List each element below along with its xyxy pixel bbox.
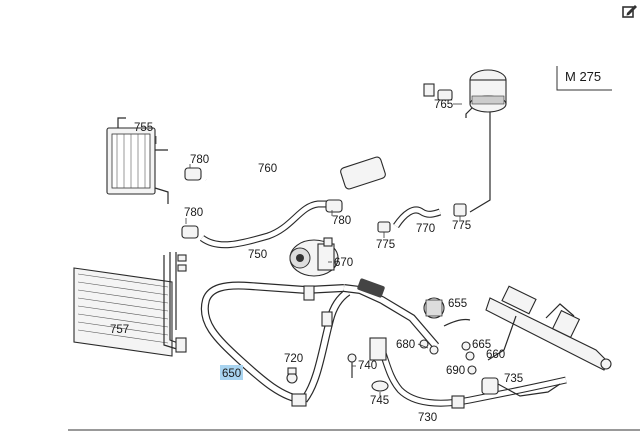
callout-690[interactable]: 690 xyxy=(446,365,465,377)
callout-757[interactable]: 757 xyxy=(110,324,129,336)
callouts: 755 780 760 765 780 780 750 775 770 775 … xyxy=(110,99,523,424)
fittings xyxy=(286,339,477,392)
callout-730[interactable]: 730 xyxy=(418,412,437,424)
callout-680[interactable]: 680 xyxy=(396,339,415,351)
callout-745[interactable]: 745 xyxy=(370,395,389,407)
model-label-text: M 275 xyxy=(565,69,601,84)
callout-650[interactable]: 650 xyxy=(222,368,241,380)
callout-655[interactable]: 655 xyxy=(448,298,467,310)
callout-765[interactable]: 765 xyxy=(434,99,453,111)
part-730-pipe xyxy=(369,337,567,409)
callout-755[interactable]: 755 xyxy=(134,122,153,134)
callout-735[interactable]: 735 xyxy=(504,373,523,385)
clamps-780 xyxy=(181,167,343,239)
callout-720[interactable]: 720 xyxy=(284,353,303,365)
callout-665[interactable]: 665 xyxy=(472,339,491,351)
part-650-hose xyxy=(200,278,440,407)
part-750-hose xyxy=(199,200,330,249)
callout-775-right[interactable]: 775 xyxy=(452,220,471,232)
callout-750[interactable]: 750 xyxy=(248,249,267,261)
part-670-pump xyxy=(289,237,339,277)
leader-lines xyxy=(155,103,471,396)
part-655-damper xyxy=(423,297,471,327)
part-steering-gear xyxy=(485,285,612,371)
callout-780-upper[interactable]: 780 xyxy=(190,154,209,166)
callout-780-right[interactable]: 780 xyxy=(332,215,351,227)
part-757-cooler xyxy=(73,252,187,357)
part-755-cooler xyxy=(106,117,169,204)
callout-770[interactable]: 770 xyxy=(416,223,435,235)
callout-740[interactable]: 740 xyxy=(358,360,377,372)
part-760-hose xyxy=(204,83,435,190)
part-770-hose xyxy=(377,203,467,233)
pencil-square-icon[interactable] xyxy=(622,5,637,18)
model-label: M 275 xyxy=(556,66,612,91)
callout-760[interactable]: 760 xyxy=(258,163,277,175)
callout-670[interactable]: 670 xyxy=(334,257,353,269)
callout-660[interactable]: 660 xyxy=(486,349,505,361)
callout-775-left[interactable]: 775 xyxy=(376,239,395,251)
callout-780-lower[interactable]: 780 xyxy=(184,207,203,219)
highlight-650 xyxy=(220,365,243,380)
part-765-reservoir xyxy=(437,69,507,213)
